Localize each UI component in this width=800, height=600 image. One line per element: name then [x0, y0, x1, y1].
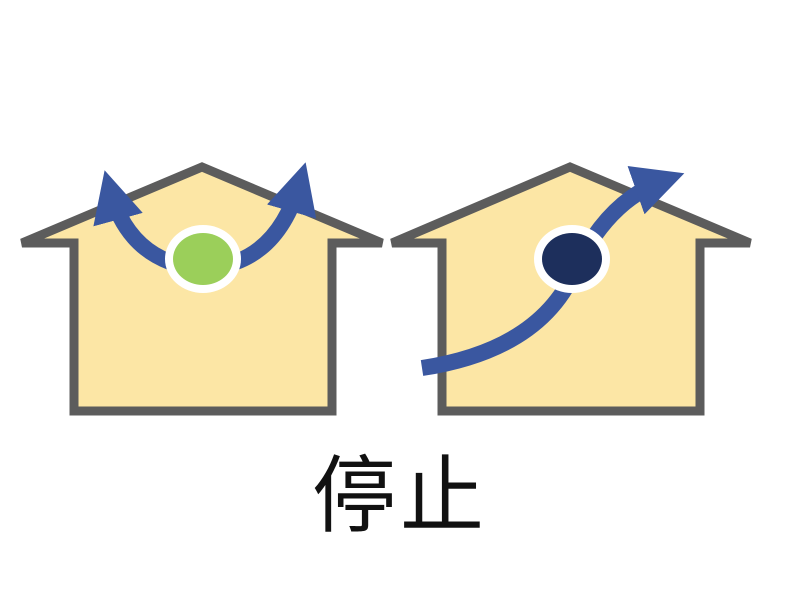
house-right [390, 162, 752, 416]
caption-label: 停止 [311, 447, 488, 545]
status-indicator-green [173, 233, 233, 285]
airflow-arrow-left-outward [93, 170, 174, 270]
airflow-arrow-right-outward [232, 162, 317, 270]
house-left [20, 162, 384, 416]
status-indicator-dark [542, 233, 602, 285]
